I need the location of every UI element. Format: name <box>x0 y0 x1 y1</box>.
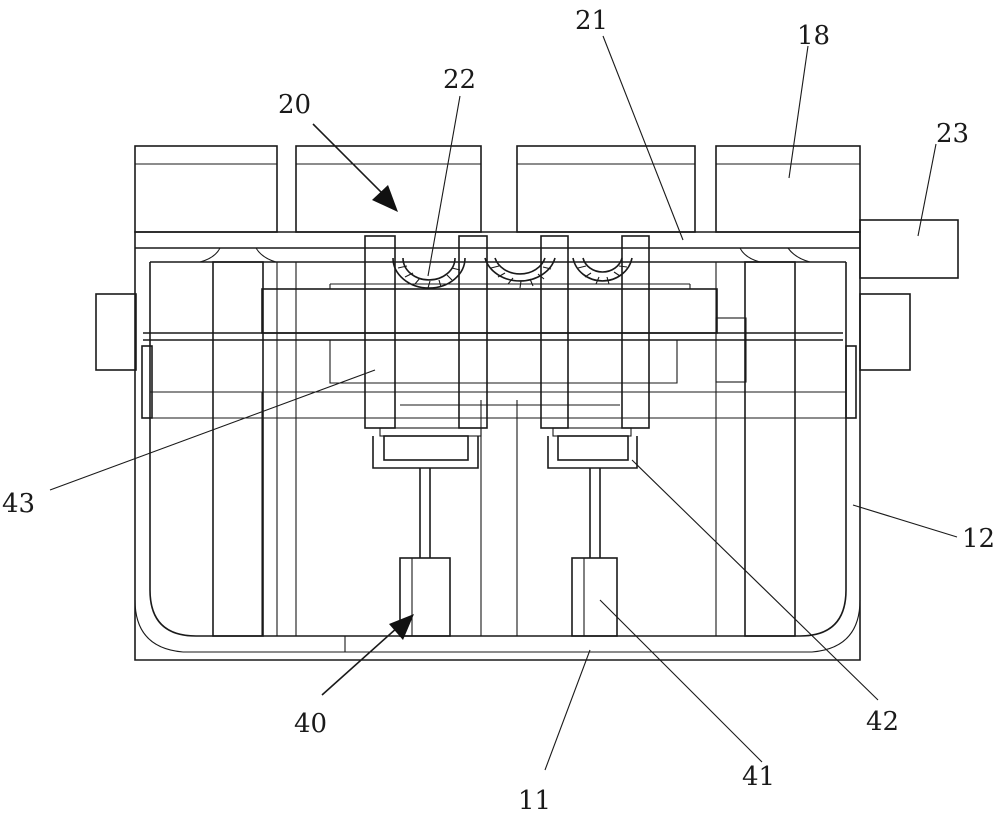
label-41: 41 <box>742 762 775 792</box>
label-11: 11 <box>518 786 551 816</box>
label-18: 18 <box>797 21 830 51</box>
label-21: 21 <box>575 6 608 36</box>
side-brackets <box>95 219 959 419</box>
clamps-cylinders <box>344 435 638 652</box>
arrow-20-head <box>372 185 398 212</box>
label-22: 22 <box>443 65 476 95</box>
label-20: 20 <box>278 90 311 120</box>
label-40: 40 <box>294 709 327 739</box>
slider-plates <box>364 235 650 437</box>
leader-lines <box>49 35 958 771</box>
arrow-40-head <box>389 614 414 640</box>
top-boxes <box>134 145 861 233</box>
outer-frame <box>134 231 861 661</box>
horizontal-rails <box>143 247 846 636</box>
vertical-posts <box>212 261 796 637</box>
arrows <box>312 123 414 696</box>
label-43: 43 <box>2 489 35 519</box>
label-23: 23 <box>936 119 969 149</box>
reference-numerals: 20 22 21 18 23 43 12 40 42 11 41 <box>2 6 995 816</box>
label-42: 42 <box>866 707 899 737</box>
label-12: 12 <box>962 524 995 554</box>
